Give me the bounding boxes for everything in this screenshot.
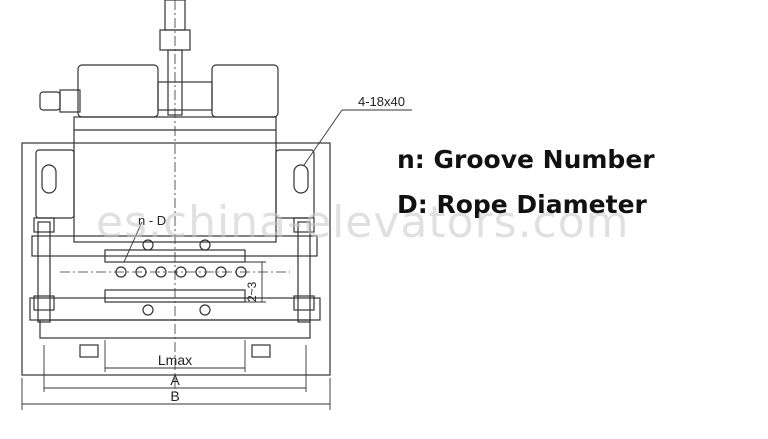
groove-callout: n - D (138, 213, 166, 228)
actuator-bridge (157, 81, 213, 111)
slot-left (41, 164, 57, 194)
base-plate (21, 142, 331, 376)
nut-bottom-left (79, 344, 99, 358)
bolt-left (37, 221, 51, 323)
nut-left-bottom (33, 295, 55, 311)
dim-b: B (170, 388, 179, 404)
nut-bottom-right (251, 344, 271, 358)
legend-rope-diameter: D: Rope Diameter (397, 190, 647, 219)
hole-callout: 4-18x40 (358, 94, 405, 109)
legend-groove-number: n: Groove Number (397, 145, 655, 174)
actuator-right (211, 64, 279, 118)
nut-right-top (293, 217, 315, 233)
gap-dimension: 2~3 (245, 281, 259, 302)
upper-jaw-bar (31, 235, 318, 257)
connector (59, 89, 81, 113)
cable-gland (39, 91, 61, 111)
dim-a: A (170, 372, 180, 388)
actuator-left (77, 64, 159, 118)
nut-left-top (33, 217, 55, 233)
dim-lmax: Lmax (158, 352, 192, 368)
slot-right (293, 164, 309, 194)
nut-right-bottom (293, 295, 315, 311)
bolt-right (297, 221, 311, 323)
mount-left (35, 149, 75, 219)
